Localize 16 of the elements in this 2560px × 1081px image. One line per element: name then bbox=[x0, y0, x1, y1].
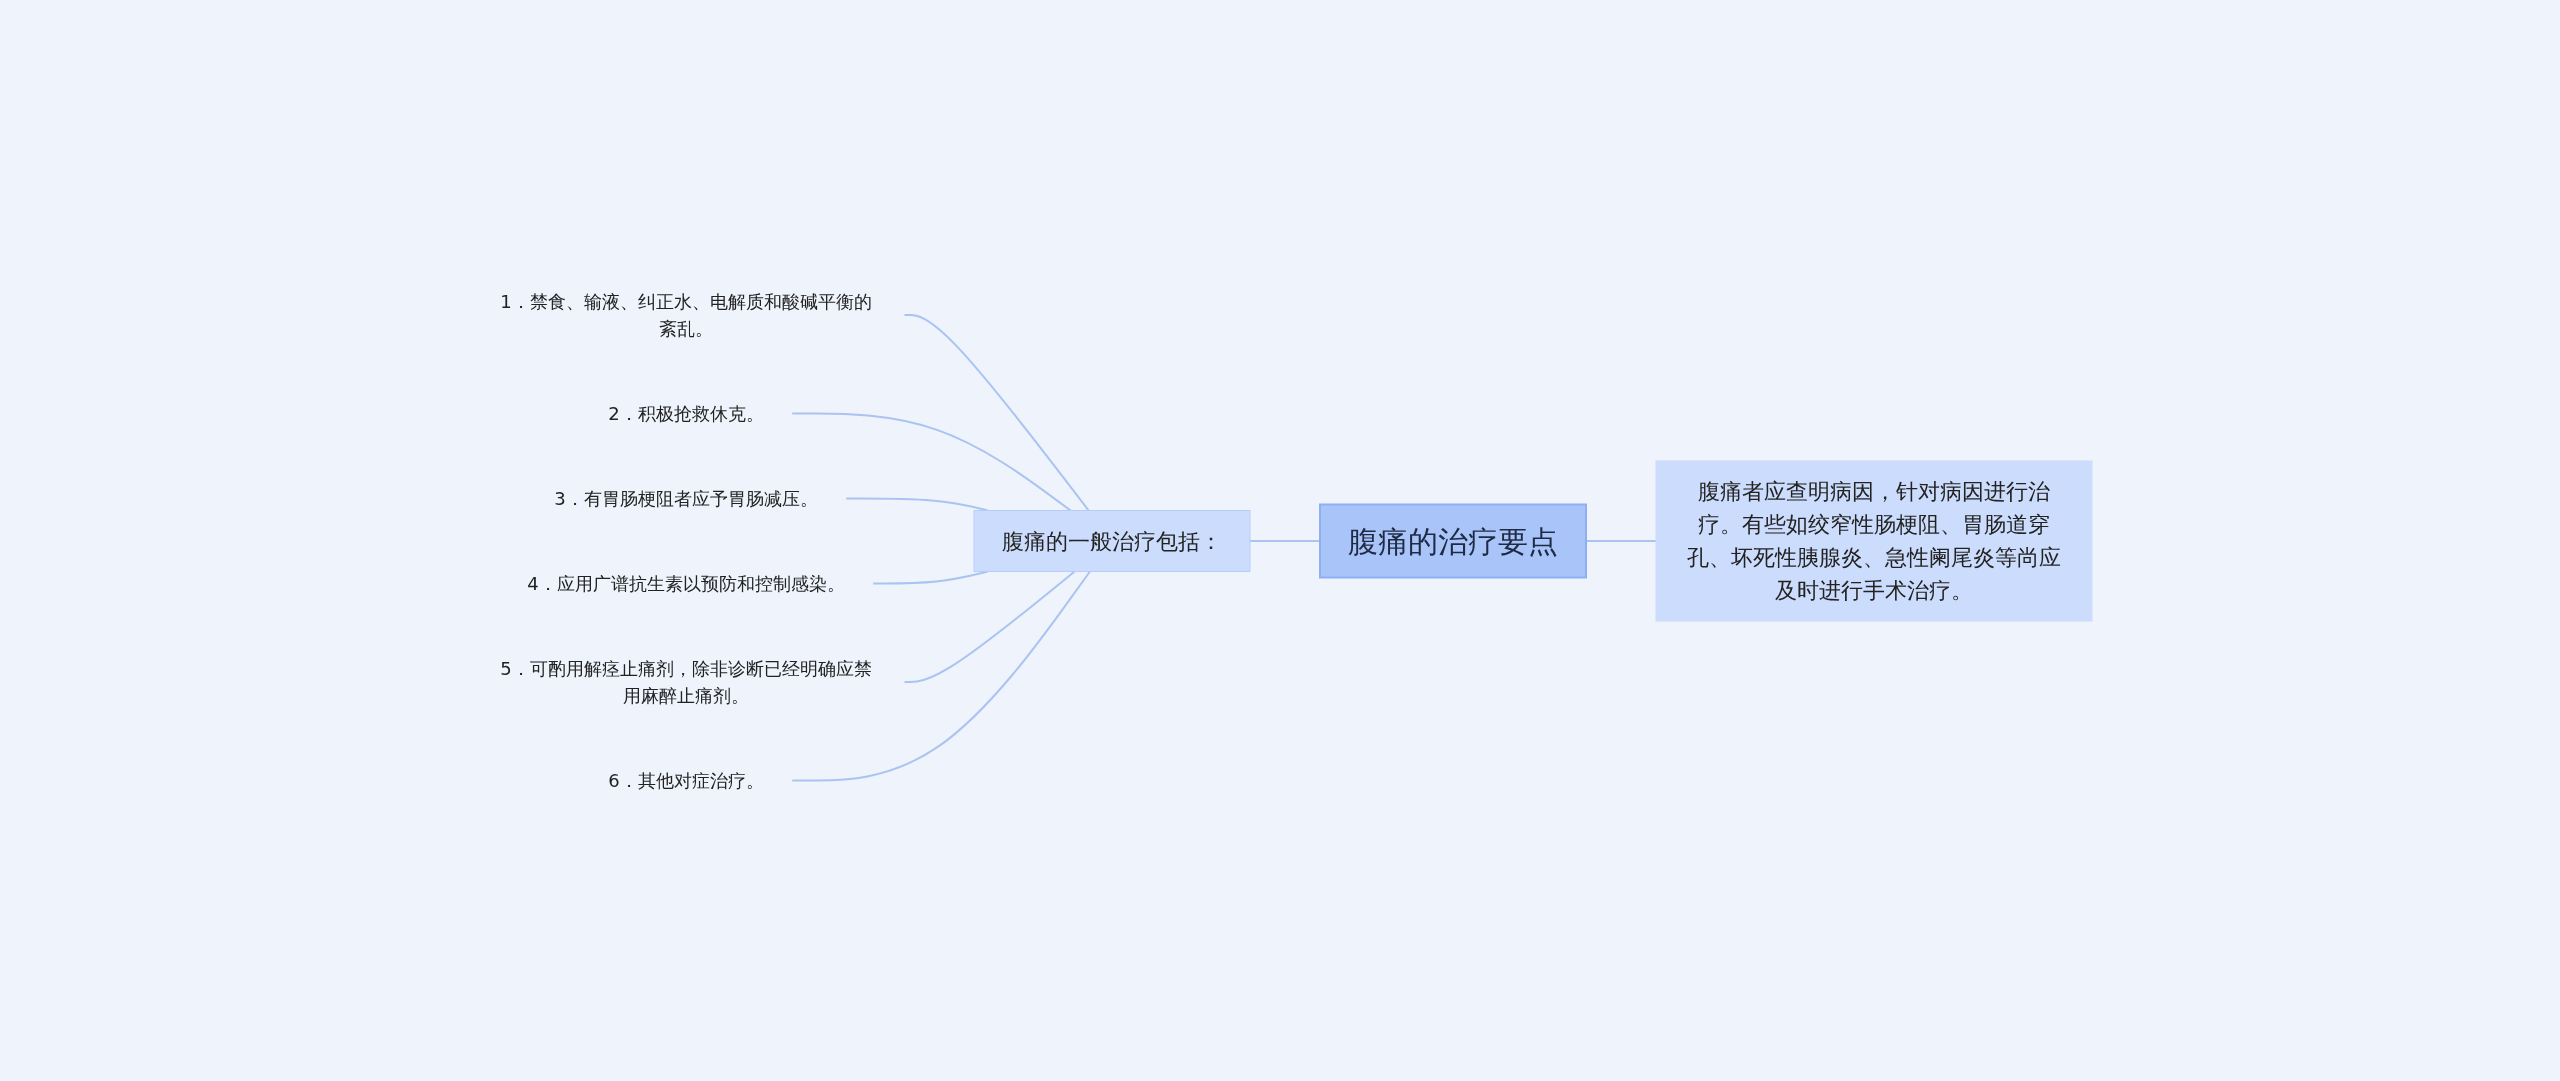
node-text: 1．禁食、输液、纠正水、电解质和酸碱平衡的紊乱。 bbox=[500, 290, 872, 339]
node-text: 4．应用广谱抗生素以预防和控制感染。 bbox=[527, 572, 845, 594]
node-box: 腹痛者应查明病因，针对病因进行治疗。有些如绞窄性肠梗阻、胃肠道穿孔、坏死性胰腺炎、急性阑尾炎等尚应及时进行手术治疗。 bbox=[1655, 460, 2093, 621]
node-text: 5．可酌用解痉止痛剂，除非诊断已经明确应禁用麻醉止痛剂。 bbox=[500, 657, 872, 706]
connector bbox=[844, 497, 989, 511]
connector bbox=[903, 313, 1090, 511]
connector bbox=[790, 412, 1072, 511]
node-box: 腹痛的治疗要点 bbox=[1319, 503, 1587, 578]
connector bbox=[903, 570, 1076, 683]
node-box: 腹痛的一般治疗包括： bbox=[973, 509, 1251, 572]
node-text: 3．有胃肠梗阻者应予胃肠减压。 bbox=[554, 487, 818, 509]
node-text: 6．其他对症治疗。 bbox=[608, 769, 764, 791]
connector bbox=[871, 570, 989, 584]
connector bbox=[790, 570, 1091, 781]
connector bbox=[1249, 539, 1321, 542]
node-text: 2．积极抢救休克。 bbox=[608, 402, 764, 424]
